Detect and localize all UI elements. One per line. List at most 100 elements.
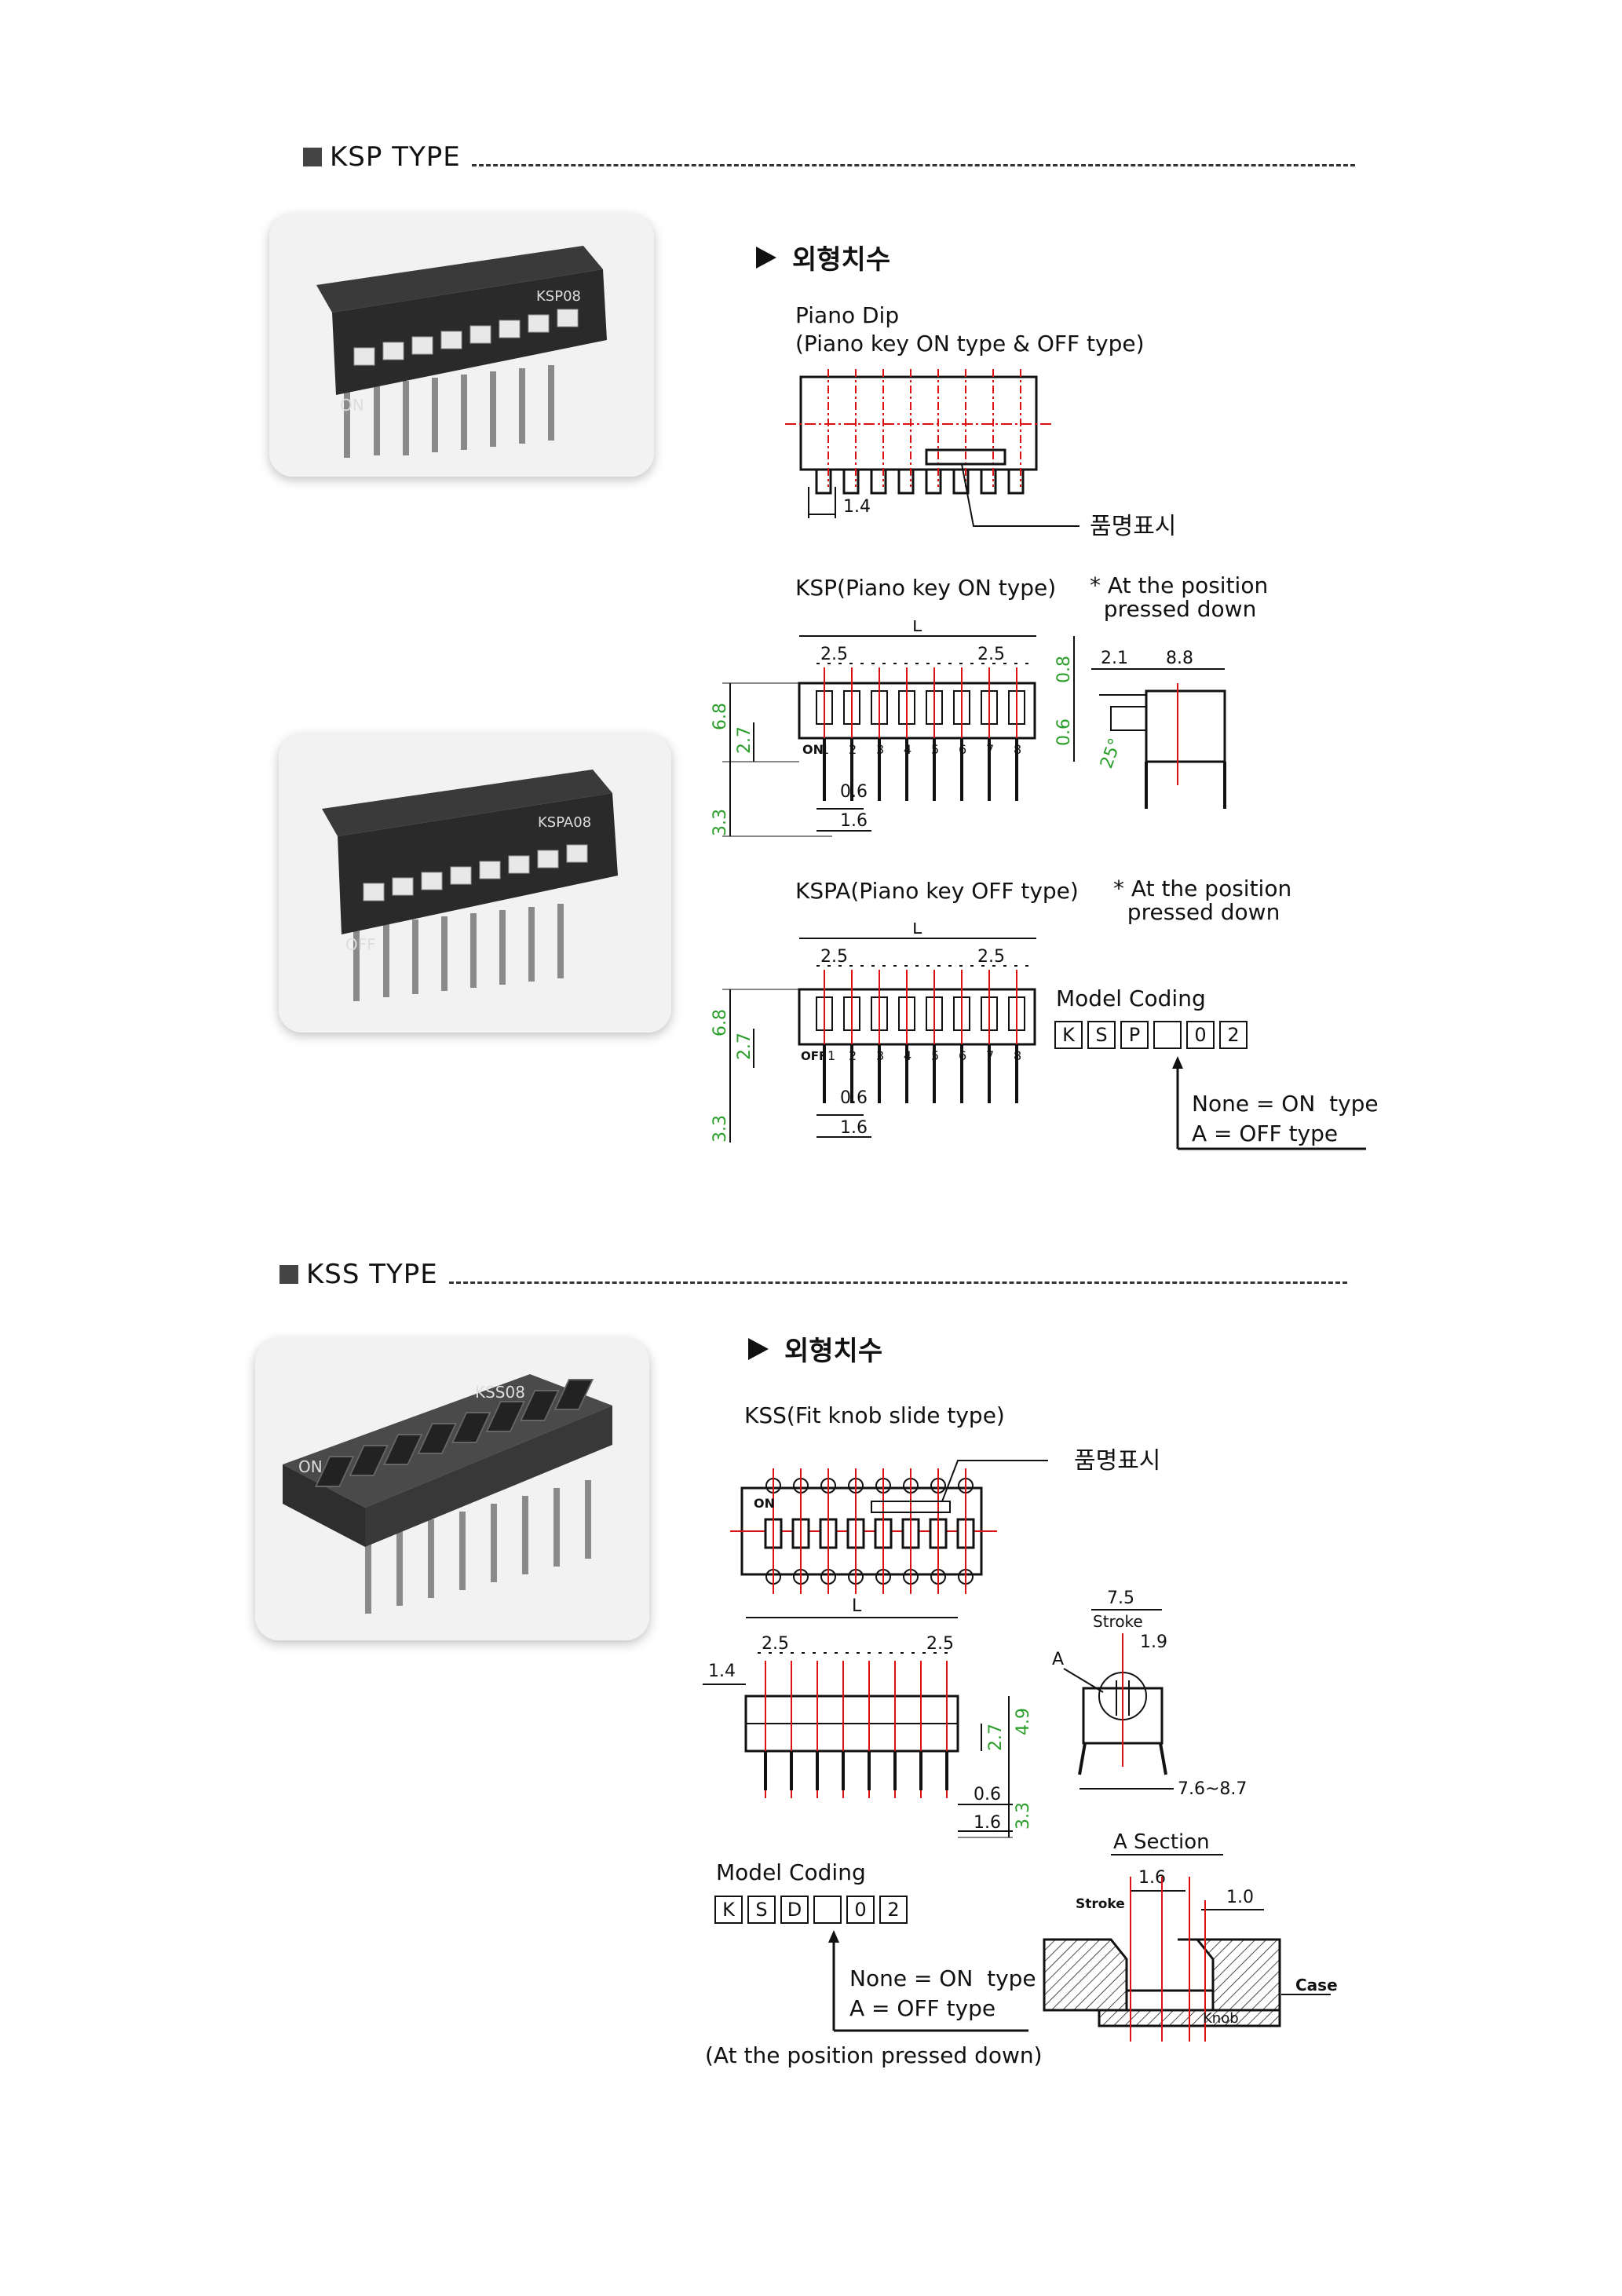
ksp-legend-arrow — [1172, 1056, 1366, 1150]
kss-side-bottom: 7.6~8.7 — [1178, 1779, 1247, 1799]
kss-photo-prefix: ON — [298, 1457, 323, 1476]
ksp-on-title: KSP(Piano key ON type) — [795, 575, 1057, 601]
kss-legend-arrow — [828, 1930, 1028, 2032]
ksp-legend-a: A = OFF type — [1192, 1121, 1339, 1146]
kss-side-drawing: 7.5 Stroke 1.9 A 7.6~8.7 — [1052, 1589, 1247, 1799]
code-box: 2 — [1219, 1021, 1248, 1049]
ksp-off-pitch-right: 2.5 — [977, 947, 1005, 967]
piano-dip-dim: 1.4 — [843, 497, 871, 517]
ksp-heading: 외형치수 — [756, 238, 890, 276]
triangle-bullet-icon — [748, 1337, 769, 1360]
kss-a-knob: Knob — [1203, 2010, 1239, 2027]
ksp-off-w2: 1.6 — [840, 1118, 868, 1138]
kss-a-stroke: Stroke — [1076, 1896, 1125, 1912]
code-box: K — [1054, 1021, 1083, 1049]
kss-pitch-left: 2.5 — [762, 1634, 789, 1654]
ksp-section-title: KSP TYPE — [330, 141, 461, 173]
code-box: S — [1087, 1021, 1116, 1049]
code-box: D — [780, 1896, 809, 1924]
square-bullet-icon — [279, 1265, 298, 1284]
ksp-off-w1: 0.6 — [840, 1088, 868, 1108]
ksp-section-header: KSP TYPE — [303, 141, 1355, 173]
kss-a-d2: 1.0 — [1226, 1888, 1254, 1907]
ksp-off-photo-label: KSPA08 — [538, 814, 591, 831]
dashed-rule — [448, 1281, 1347, 1284]
kss-top-drawing: ON 품명표시 — [730, 1447, 1160, 1594]
ksp-off-h1: 6.8 — [711, 1009, 730, 1036]
ksp-on-w2: 1.6 — [840, 811, 868, 831]
ksp-on-side-w: 8.8 — [1166, 649, 1193, 668]
ksp-off-photo: KSPA08 OFF — [279, 734, 671, 1033]
ksp-on-angle: 25° — [1097, 736, 1126, 771]
kss-side-top: 7.5 — [1107, 1589, 1134, 1608]
kss-side-stroke: Stroke — [1093, 1612, 1143, 1631]
ksp-on-photo-prefix: ON — [340, 396, 364, 415]
ksp-on-photo-label: KSP08 — [536, 288, 581, 305]
kss-pitch-right: 2.5 — [926, 1634, 954, 1654]
code-box — [1153, 1021, 1182, 1049]
ksp-on-pitch-left: 2.5 — [820, 645, 848, 664]
code-box: S — [747, 1896, 776, 1924]
kss-h2: 4.9 — [1014, 1708, 1033, 1735]
code-box — [813, 1896, 842, 1924]
kss-legend-a: A = OFF type — [849, 1995, 996, 2021]
kss-left: 1.4 — [708, 1662, 736, 1681]
ksp-on-w1: 0.6 — [840, 782, 868, 802]
kss-legend-none: None = ON type — [849, 1965, 1036, 1991]
piano-dip-title: Piano Dip (Piano key ON type & OFF type) — [795, 302, 1145, 356]
kss-heading: 외형치수 — [748, 1329, 882, 1368]
ksp-off-h3: 3.3 — [711, 1115, 730, 1143]
ksp-heading-text: 외형치수 — [792, 244, 891, 276]
kss-top-prefix: ON — [754, 1496, 775, 1511]
kss-a-section-title: A Section — [1113, 1830, 1210, 1854]
square-bullet-icon — [303, 148, 322, 166]
kss-section-header: KSS TYPE — [279, 1259, 1347, 1290]
code-box: 0 — [1186, 1021, 1215, 1049]
ksp-on-L: L — [912, 620, 922, 636]
ksp-model-coding-title: Model Coding — [1056, 985, 1206, 1011]
kss-h3: 3.3 — [1014, 1802, 1033, 1830]
kss-L: L — [852, 1596, 862, 1616]
kss-a-case: Case — [1295, 1976, 1338, 1994]
code-box: 2 — [879, 1896, 908, 1924]
ksp-on-side-v2: 0.6 — [1054, 718, 1074, 746]
code-box: K — [714, 1896, 743, 1924]
ksp-model-code: K S P 0 2 — [1054, 1021, 1248, 1049]
kss-model-coding-title: Model Coding — [716, 1859, 866, 1885]
kss-footnote: (At the position pressed down) — [705, 2042, 1043, 2068]
ksp-on-side-v1: 0.8 — [1054, 656, 1074, 683]
kss-w1: 0.6 — [974, 1785, 1001, 1804]
ksp-on-side-top: 2.1 — [1101, 649, 1128, 668]
kss-side-A: A — [1052, 1650, 1064, 1669]
ksp-off-switch-prefix: OFF — [801, 1049, 827, 1063]
ksp-off-L: L — [912, 923, 922, 938]
ksp-legend-none: None = ON type — [1192, 1091, 1379, 1117]
kss-side-small: 1.9 — [1140, 1632, 1167, 1652]
ksp-off-photo-prefix: OFF — [345, 935, 376, 954]
code-box: P — [1120, 1021, 1149, 1049]
code-box: 0 — [846, 1896, 875, 1924]
kss-marking: 품명표시 — [1074, 1447, 1160, 1475]
piano-dip-marking: 품명표시 — [1090, 513, 1176, 540]
ksp-on-switch-prefix: ON — [802, 742, 824, 757]
kss-section-title: KSS TYPE — [306, 1259, 438, 1290]
kss-model-code: K S D 0 2 — [714, 1896, 908, 1924]
ksp-on-h3: 3.3 — [711, 809, 730, 836]
kss-heading-text: 외형치수 — [784, 1336, 883, 1367]
ksp-on-photo: KSP08 ON — [269, 214, 654, 477]
dashed-rule — [471, 163, 1355, 166]
kss-photo: KSS08 ON — [255, 1339, 649, 1640]
ksp-off-h2: 2.7 — [735, 1033, 754, 1060]
ksp-on-pitch-right: 2.5 — [977, 645, 1005, 664]
ksp-off-drawing: L 2.5 2.5 OFF 1 2 3 4 5 6 7 8 6.8 2.7 3.… — [711, 923, 1036, 1143]
ksp-on-h2: 2.7 — [735, 726, 754, 754]
ksp-on-drawing: L 2.5 2.5 ON 1 2 3 4 5 6 7 8 6.8 2.7 3.3… — [711, 620, 1226, 837]
kss-a-section-drawing: A Section 1.6 1.0 Stroke Case Knob — [1043, 1830, 1338, 2042]
ksp-off-title: KSPA(Piano key OFF type) — [795, 878, 1079, 904]
ksp-off-num: 1 — [827, 1048, 835, 1063]
piano-dip-drawing: 1.4 품명표시 — [785, 369, 1176, 540]
ksp-off-pitch-left: 2.5 — [820, 947, 848, 967]
kss-h1: 2.7 — [986, 1724, 1006, 1751]
kss-type-title: KSS(Fit knob slide type) — [744, 1402, 1005, 1428]
kss-photo-label: KSS08 — [475, 1383, 525, 1402]
